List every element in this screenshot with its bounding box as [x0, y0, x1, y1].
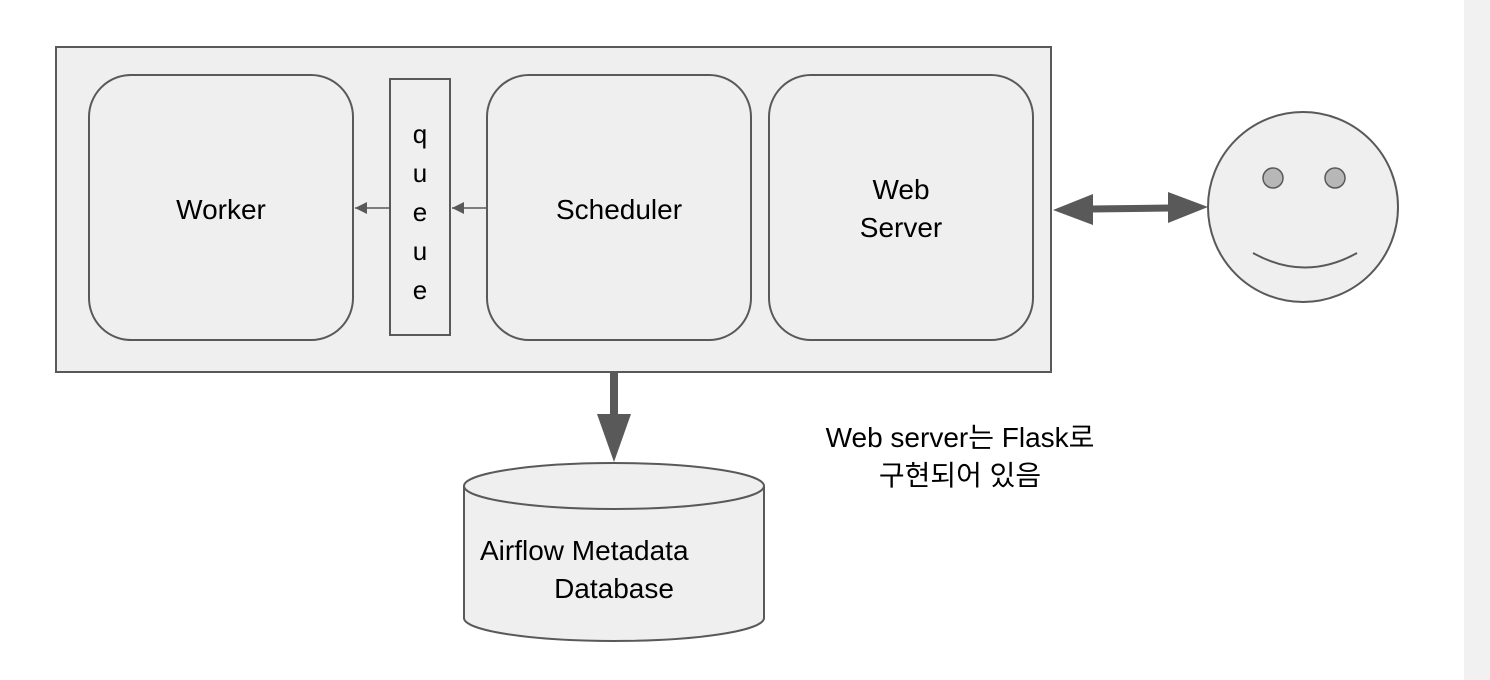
database-label-line2: Database: [554, 573, 674, 604]
queue-letter: q: [412, 119, 428, 149]
web-server-label-line1: Web: [872, 174, 930, 205]
worker-label: Worker: [176, 194, 266, 225]
web-server-note-line1: Web server는 Flask로: [825, 422, 1095, 453]
queue-letter: e: [412, 197, 428, 227]
scheduler-label: Scheduler: [555, 194, 683, 225]
queue-box: [389, 78, 451, 336]
arrow-to-database: [597, 372, 631, 462]
user-smiley-icon: [1207, 111, 1399, 303]
worker-box: [88, 74, 354, 341]
web-server-label-line2: Server: [859, 212, 943, 243]
queue-letter: u: [412, 158, 428, 188]
metadata-database-cylinder: [463, 462, 765, 642]
web-server-box: [768, 74, 1034, 341]
database-label-line1: Airflow Metadata: [480, 535, 689, 566]
queue-letter: u: [412, 236, 428, 266]
web-server-note-line2: 구현되어 있음: [878, 460, 1042, 491]
queue-letter: e: [412, 275, 428, 305]
arrow-web-server-user: [1053, 192, 1208, 225]
page-edge-strip: [1464, 0, 1490, 680]
